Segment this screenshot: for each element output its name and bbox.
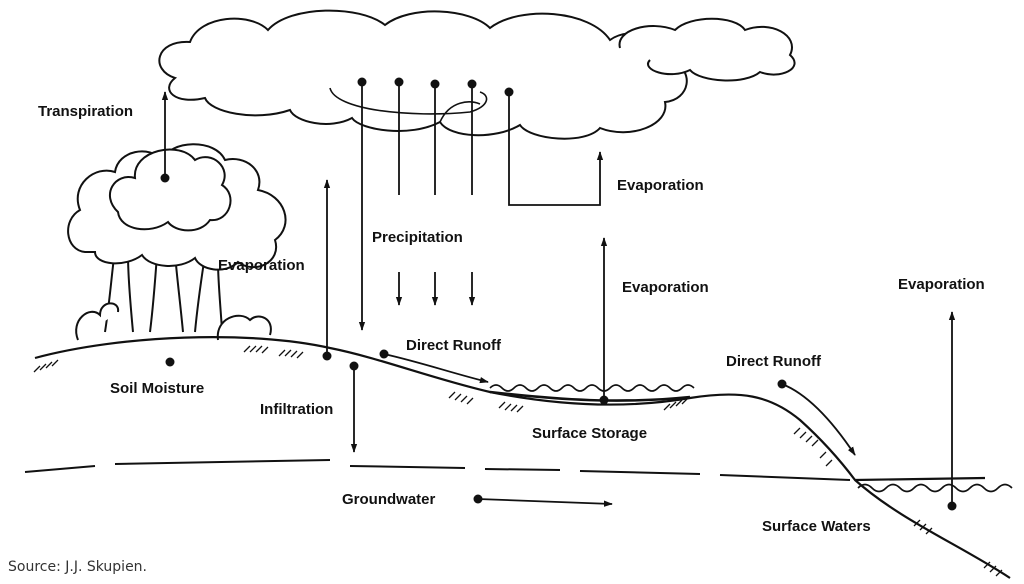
transpiration-label: Transpiration [38,103,134,120]
soil-moisture-label: Soil Moisture [110,380,205,397]
surface-storage-label: Surface Storage [532,425,648,442]
groundwater-arrow [478,499,613,507]
cloud [159,11,794,139]
groundwater-label: Groundwater [342,491,436,508]
direct-runoff-label-2: Direct Runoff [726,353,821,370]
evaporation-storage-label: Evaporation [622,279,709,296]
ground [35,337,1010,578]
water-surfaces [490,385,1012,492]
origin-dots [160,77,957,511]
cloud-inner-curves [330,88,487,122]
water-table [25,460,850,480]
evaporation-waters-label: Evaporation [898,276,985,293]
ground-hatching [34,346,1002,576]
evaporation-soil-label: Evaporation [218,257,305,274]
evaporation-cloud-label: Evaporation [617,177,704,194]
surface-waters-label: Surface Waters [762,518,871,535]
flow-arrows [161,82,956,507]
precipitation-label: Precipitation [372,229,463,246]
infiltration-label: Infiltration [260,401,334,418]
source-caption: Source: J.J. Skupien. [8,559,148,575]
direct-runoff-arrow-1 [384,354,489,384]
direct-runoff-label-1: Direct Runoff [406,337,501,354]
trees [68,144,285,340]
direct-runoff-arrow-2 [782,384,855,456]
evaporation-cloud-arrow [509,92,604,205]
